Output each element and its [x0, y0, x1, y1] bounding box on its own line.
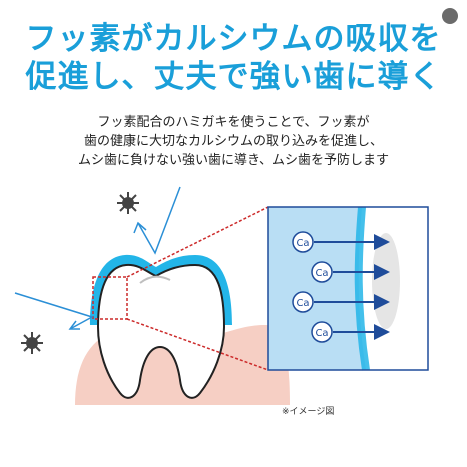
tooth-diagram: Ca Ca Ca Ca [14, 186, 429, 405]
zoom-enamel [268, 207, 366, 370]
crown-highlight [139, 275, 171, 284]
avatar[interactable] [442, 8, 458, 24]
ca-ion [311, 261, 333, 283]
image-caption: ※イメージ図 [282, 407, 335, 417]
ca-ion [292, 291, 314, 313]
callout-small-box [92, 276, 128, 320]
acid-icon [21, 332, 43, 354]
headline-line-2: 促進し、丈夫で強い歯に導く [25, 59, 442, 95]
deflection-arrows [14, 186, 181, 330]
acid-icon [117, 192, 139, 214]
calcium-ions: Ca Ca Ca Ca [292, 231, 390, 343]
deflect-arrow-top-head [133, 221, 147, 234]
ca-label: Ca [315, 328, 328, 339]
description-line-2: 歯の健康に大切なカルシウムの取り込みを促進し、 [83, 134, 383, 149]
ca-ion [292, 231, 314, 253]
description-line-1: フッ素配合のハミガキを使うことで、フッ素が [97, 115, 370, 130]
description-line-3: ムシ歯に負けない強い歯に導き、ムシ歯を予防します [77, 153, 390, 168]
ca-label: Ca [296, 298, 309, 309]
callout-line-top [126, 206, 269, 278]
deflect-arrow-top [137, 186, 181, 255]
ca-label: Ca [315, 268, 328, 279]
ca-label: Ca [296, 238, 309, 249]
zoom-box [267, 206, 429, 371]
ca-ion [311, 321, 333, 343]
deflect-arrow-left-head [68, 320, 80, 330]
absorption-area [372, 233, 400, 329]
headline-line-1: フッ素がカルシウムの吸収を [25, 21, 442, 57]
deflect-arrow-left [14, 292, 94, 330]
zoom-enamel-edge [354, 206, 370, 371]
